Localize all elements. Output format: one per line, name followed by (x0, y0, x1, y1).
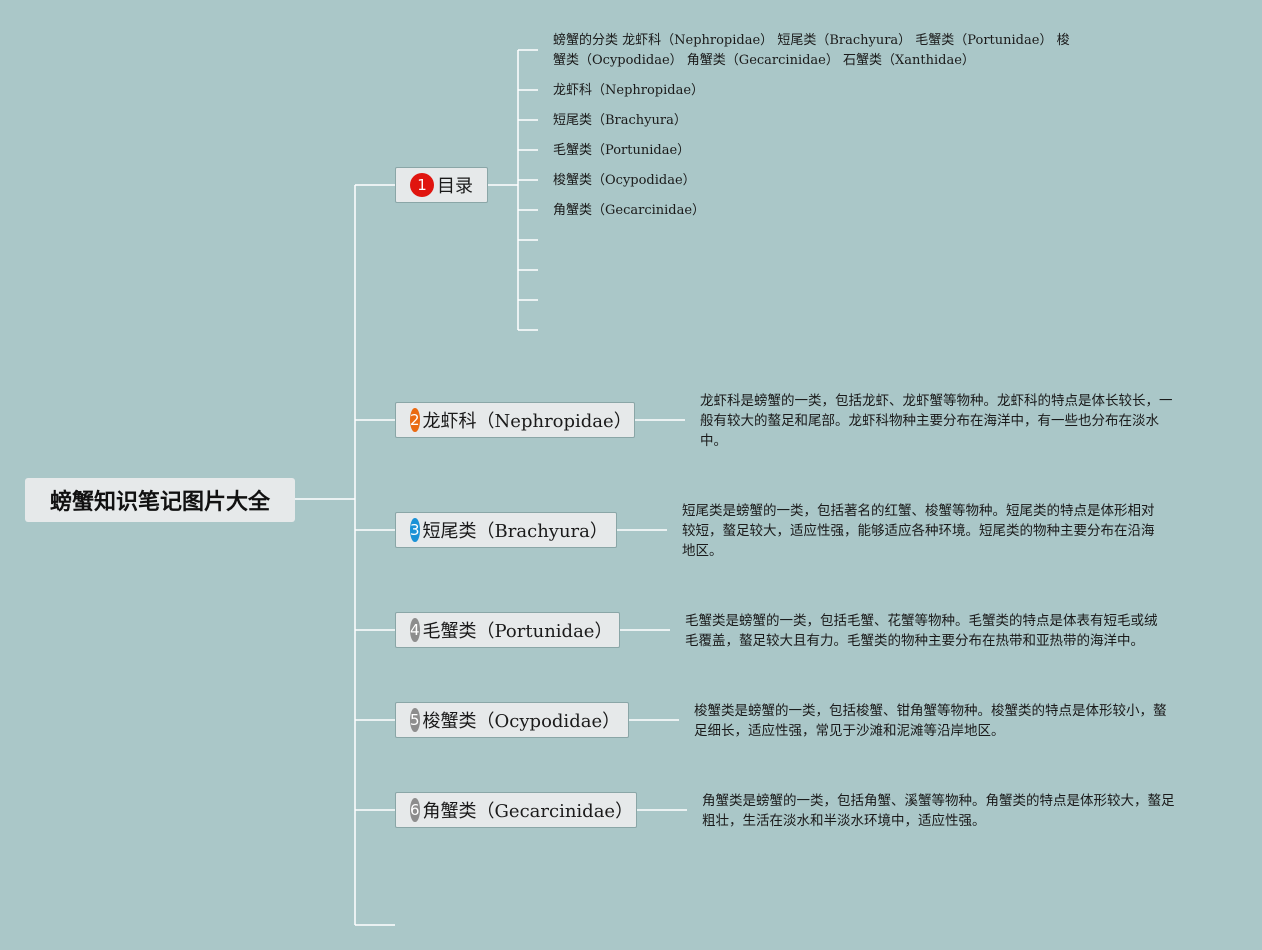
number-6-icon: 6 (410, 798, 420, 822)
branch-label: 毛蟹类（Portunidae） (422, 621, 613, 642)
toc-item-ocypodidae[interactable]: 梭蟹类（Ocypodidae） (553, 173, 696, 188)
branch-node-nephropidae[interactable]: 2 龙虾科（Nephropidae） (395, 402, 635, 438)
branch-node-toc[interactable]: 1 目录 (395, 167, 488, 203)
number-1-icon: 1 (410, 173, 434, 197)
branch-label: 目录 (437, 176, 473, 197)
description-brachyura[interactable]: 短尾类是螃蟹的一类，包括著名的红蟹、梭蟹等物种。短尾类的特点是体形相对 较短，螯… (682, 503, 1155, 559)
toc-item-brachyura[interactable]: 短尾类（Brachyura） (553, 113, 687, 128)
description-nephropidae[interactable]: 龙虾科是螃蟹的一类，包括龙虾、龙虾蟹等物种。龙虾科的特点是体长较长，一 般有较大… (700, 393, 1173, 449)
number-2-icon: 2 (410, 408, 420, 432)
number-5-icon: 5 (410, 708, 420, 732)
number-3-icon: 3 (410, 518, 420, 542)
toc-item-overview[interactable]: 螃蟹的分类 龙虾科（Nephropidae） 短尾类（Brachyura） 毛蟹… (553, 33, 1070, 68)
number-4-icon: 4 (410, 618, 420, 642)
branch-label: 梭蟹类（Ocypodidae） (422, 711, 621, 732)
description-ocypodidae[interactable]: 梭蟹类是螃蟹的一类，包括梭蟹、钳角蟹等物种。梭蟹类的特点是体形较小，螯 足细长，… (694, 703, 1167, 739)
branch-node-ocypodidae[interactable]: 5 梭蟹类（Ocypodidae） (395, 702, 629, 738)
root-node[interactable]: 螃蟹知识笔记图片大全 (25, 478, 295, 522)
toc-item-gecarcinidae[interactable]: 角蟹类（Gecarcinidae） (553, 203, 706, 218)
description-portunidae[interactable]: 毛蟹类是螃蟹的一类，包括毛蟹、花蟹等物种。毛蟹类的特点是体表有短毛或绒 毛覆盖，… (685, 613, 1158, 649)
description-gecarcinidae[interactable]: 角蟹类是螃蟹的一类，包括角蟹、溪蟹等物种。角蟹类的特点是体形较大，螯足 粗壮，生… (702, 793, 1175, 829)
root-title: 螃蟹知识笔记图片大全 (49, 490, 270, 515)
branch-node-brachyura[interactable]: 3 短尾类（Brachyura） (395, 512, 617, 548)
branch-node-gecarcinidae[interactable]: 6 角蟹类（Gecarcinidae） (395, 792, 637, 828)
branch-node-portunidae[interactable]: 4 毛蟹类（Portunidae） (395, 612, 620, 648)
toc-item-nephropidae[interactable]: 龙虾科（Nephropidae） (553, 83, 705, 98)
toc-item-portunidae[interactable]: 毛蟹类（Portunidae） (553, 143, 691, 158)
branch-label: 龙虾科（Nephropidae） (422, 411, 632, 432)
branch-label: 短尾类（Brachyura） (422, 521, 608, 542)
branch-label: 角蟹类（Gecarcinidae） (422, 801, 634, 822)
